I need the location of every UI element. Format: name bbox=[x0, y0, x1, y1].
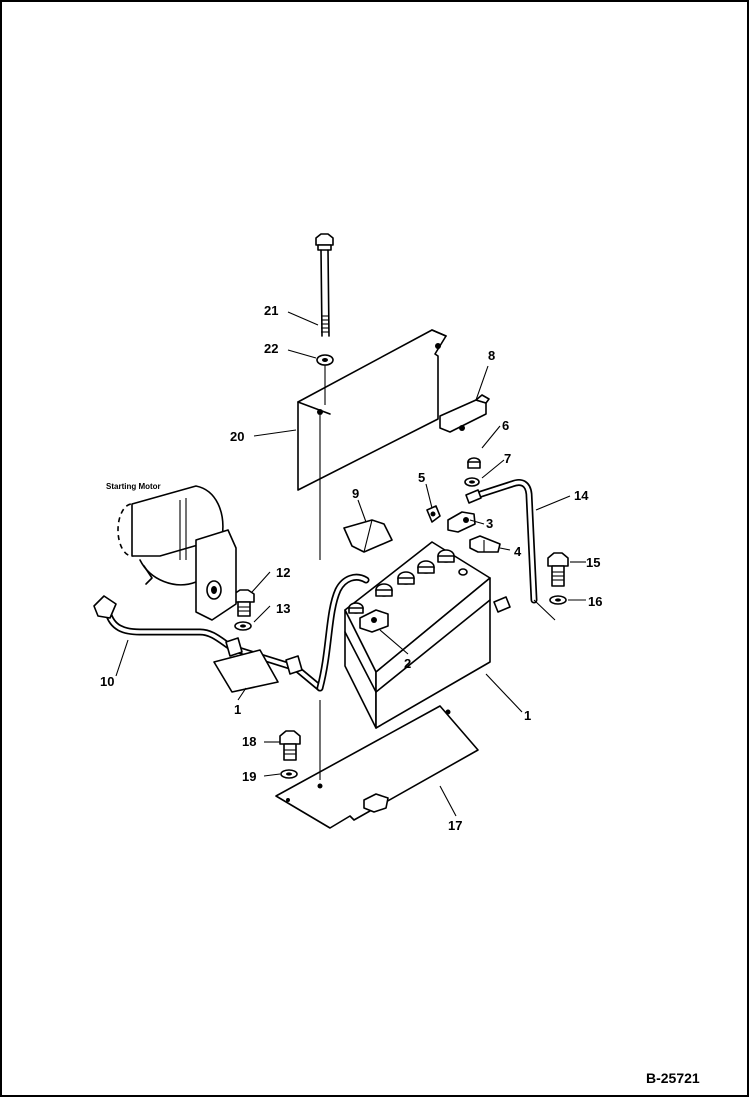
callout-20: 20 bbox=[230, 429, 244, 444]
leader-lines bbox=[115, 311, 586, 817]
bolt-part-4 bbox=[469, 535, 501, 553]
callout-21: 21 bbox=[264, 303, 278, 318]
callout-5: 5 bbox=[418, 470, 425, 485]
bracket-part-20 bbox=[297, 329, 447, 491]
washer-part-22 bbox=[316, 354, 334, 366]
drawing-number: B-25721 bbox=[646, 1070, 700, 1086]
callout-10: 10 bbox=[100, 674, 114, 689]
rod-part-21 bbox=[315, 233, 334, 337]
tray-part-17 bbox=[275, 705, 479, 829]
washer-part-7 bbox=[464, 477, 480, 487]
callout-13: 13 bbox=[276, 601, 290, 616]
clip-part-5 bbox=[426, 505, 441, 523]
callout-18: 18 bbox=[242, 734, 256, 749]
washer-part-16 bbox=[549, 595, 567, 605]
callout-2: 2 bbox=[404, 656, 411, 671]
cable-part-14 bbox=[465, 478, 556, 621]
nut-part-6 bbox=[467, 457, 481, 469]
callout-7: 7 bbox=[504, 451, 511, 466]
callout-3: 3 bbox=[486, 516, 493, 531]
bolt-part-12 bbox=[233, 589, 255, 617]
callout-15: 15 bbox=[586, 555, 600, 570]
clamp-part-3 bbox=[447, 511, 476, 533]
callout-1: 1 bbox=[524, 708, 531, 723]
washer-part-19 bbox=[280, 769, 298, 779]
callout-9: 9 bbox=[352, 486, 359, 501]
battery-part-1 bbox=[344, 541, 491, 729]
callout-4: 4 bbox=[514, 544, 522, 559]
callout-14: 14 bbox=[574, 488, 589, 503]
callout-8: 8 bbox=[488, 348, 495, 363]
callout-1-cable: 1 bbox=[234, 702, 241, 717]
callout-12: 12 bbox=[276, 565, 290, 580]
callout-19: 19 bbox=[242, 769, 256, 784]
cable-part-10 bbox=[93, 573, 370, 693]
bolt-part-15 bbox=[547, 552, 569, 587]
callout-16: 16 bbox=[588, 594, 602, 609]
clamp-part-2 bbox=[359, 609, 389, 633]
bolt-part-18 bbox=[279, 730, 301, 761]
battery-caps bbox=[348, 549, 468, 614]
starting-motor-label: Starting Motor bbox=[106, 482, 161, 491]
cover-part-8 bbox=[439, 394, 490, 433]
terminal-part-9 bbox=[343, 519, 393, 553]
callout-22: 22 bbox=[264, 341, 278, 356]
washer-part-13 bbox=[234, 621, 252, 631]
callout-17: 17 bbox=[448, 818, 462, 833]
starting-motor bbox=[117, 485, 237, 621]
callout-6: 6 bbox=[502, 418, 509, 433]
